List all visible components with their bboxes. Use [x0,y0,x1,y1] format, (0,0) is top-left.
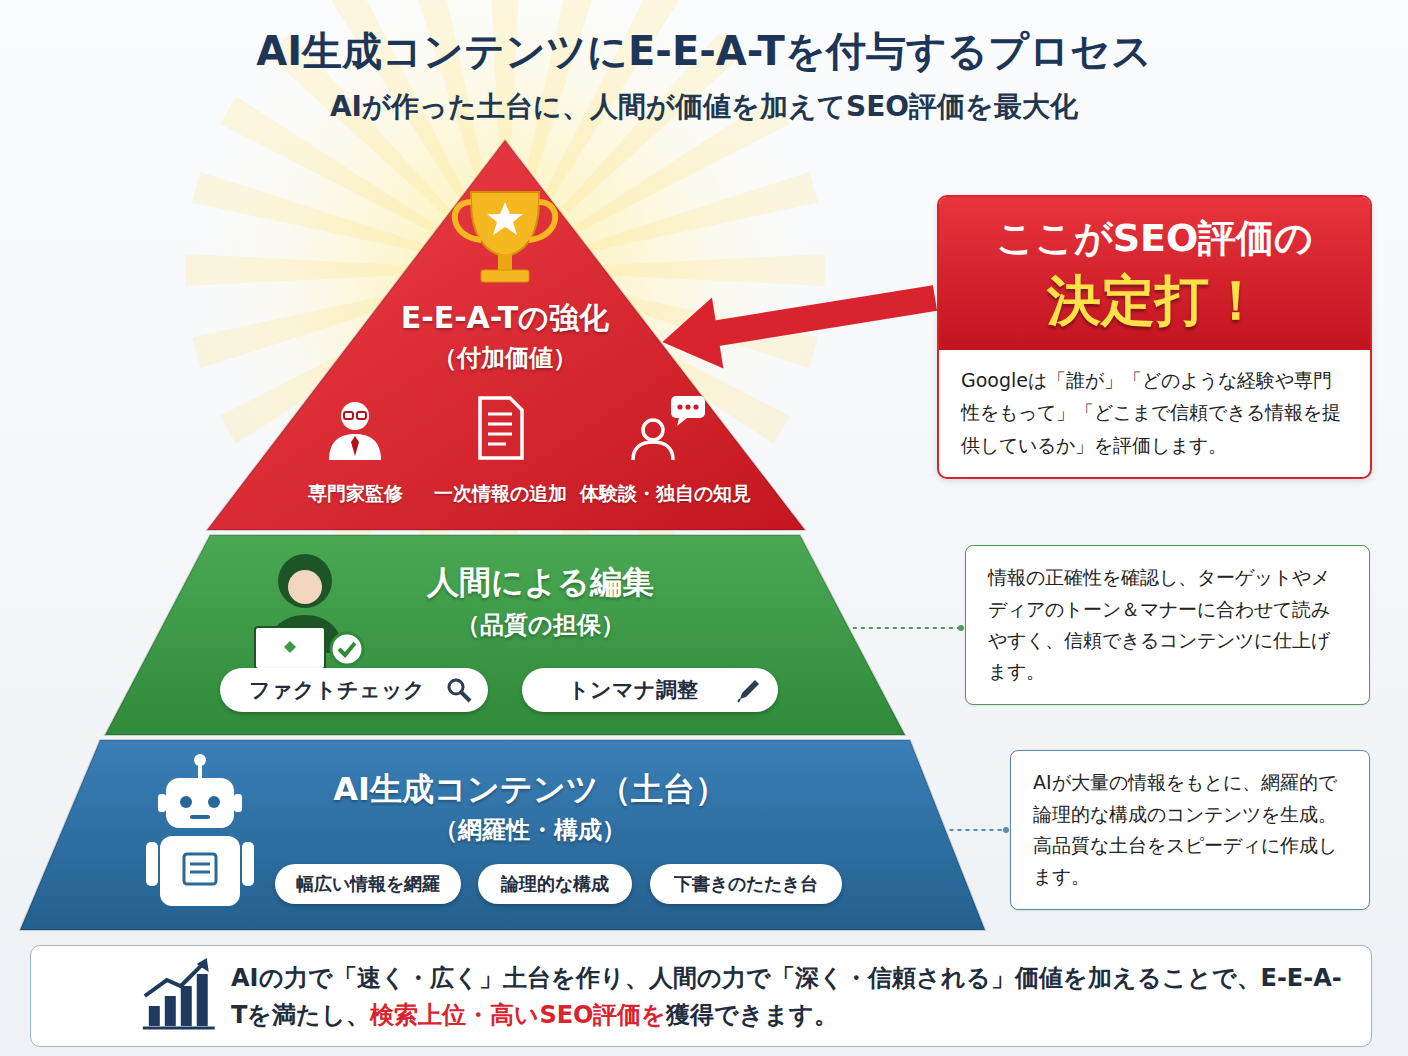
pyramid-tier: AI生成コンテンツ（土台） （網羅性・構成） 幅広い情報を網羅 論理的な構成 下書きのた… [20,740,985,930]
tier-heading: AI生成コンテンツ（土台） [333,770,727,808]
tag-pill: 幅広い情報を網羅 [275,864,461,904]
pill-label: 幅広い情報を網羅 [296,873,440,894]
magnifier-icon [446,677,472,703]
tag-pill: ファクトチェック [220,668,488,712]
pill-label: 下書きのたたき台 [674,873,818,894]
pill-label: 論理的な構成 [501,873,609,894]
connector-line [714,298,935,334]
trophy-icon [455,192,555,282]
callout-box: ここがSEO評価の決定打！ Googleは「誰が」「どのような経験や専門性をもって… [937,195,1372,479]
document-icon [480,398,522,458]
connector-dot [958,625,964,631]
summary-segment: 検索上位・高いSEO評価を [370,1001,666,1029]
pill-label: トンマナ調整 [568,678,698,702]
summary-box: AIの力で「速く・広く」土台を作り、人間の力で「深く・信頼される」価値を加えるこ… [30,945,1372,1047]
callout-text: Googleは「誰が」「どのような経験や専門性をもって」「どこまで信頼できる情報… [961,364,1348,461]
growth-chart-icon [143,958,215,1028]
tier-subheading: （品質の担保） [456,611,625,640]
note-text: AIが大量の情報をもとに、網羅的で論理的な構成のコンテンツを生成。高品質な土台を… [1033,767,1347,892]
subtitle: AIが作った土台に、人間が価値を加えてSEO評価を最大化 [330,88,1078,126]
note-box: AIが大量の情報をもとに、網羅的で論理的な構成のコンテンツを生成。高品質な土台を… [1010,750,1370,910]
expert-icon [329,402,381,460]
leader-connector [853,625,964,631]
summary-text: AIの力で「速く・広く」土台を作り、人間の力で「深く・信頼される」価値を加えるこ… [231,960,1347,1034]
leader-connector [950,827,1009,833]
robot-icon [146,754,254,906]
note-box: 情報の正確性を確認し、ターゲットやメディアのトーン＆マナーに合わせて読みやすく、… [965,545,1370,705]
pill-label: ファクトチェック [249,678,425,702]
summary-icon-layer [31,946,1371,1046]
editor-icon [255,554,363,669]
tag-pill: 論理的な構成 [478,864,632,904]
pyramid-tier: 人間による編集 （品質の担保） ファクトチェック トンマナ調整 [105,535,905,735]
summary-segment: 獲得できます。 [666,1001,838,1029]
connector-line [950,829,1006,831]
connector-dot [1003,827,1009,833]
tier-fill [207,140,805,530]
experience-icon [633,396,705,460]
title: AI生成コンテンツにE-E-A-Tを付与するプロセス [0,24,1408,79]
pyramid-tier: E-E-A-Tの強化 （付加価値） [207,140,805,530]
tier-subheading: （網羅性・構成） [434,816,626,845]
callout-body: Googleは「誰が」「どのような経験や専門性をもって」「どこまで信頼できる情報… [939,350,1370,477]
tier-fill [105,535,905,735]
callout-header: ここがSEO評価の決定打！ [939,197,1370,350]
callout-arrow [662,298,935,369]
pen-icon [736,677,762,703]
tier-heading: 人間による編集 [427,563,654,601]
glow [175,0,835,600]
connector-line [853,627,961,629]
tier-heading: E-E-A-Tの強化 [401,300,610,336]
callout-emphasis: 決定打！ [949,267,1360,335]
tag-pill: トンマナ調整 [522,668,778,712]
note-text: 情報の正確性を確認し、ターゲットやメディアのトーン＆マナーに合わせて読みやすく、… [988,562,1347,687]
tier-fill [20,740,985,930]
light-rays [185,0,824,590]
callout-heading: ここがSEO評価の [949,215,1360,263]
tier-subheading: （付加価値） [433,344,577,373]
tag-pill: 下書きのたたき台 [650,864,842,904]
